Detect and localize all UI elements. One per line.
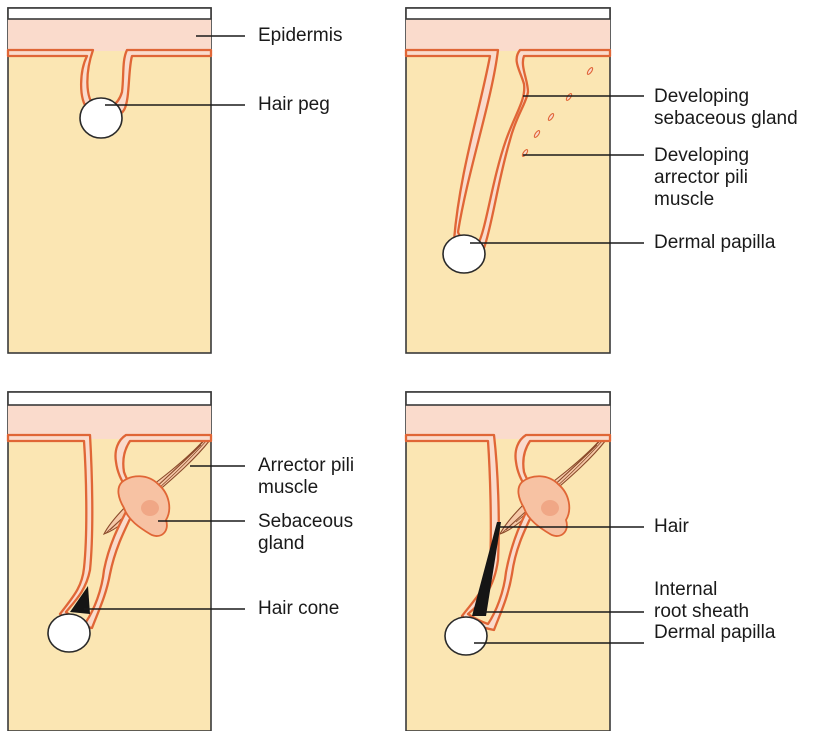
dermis-block <box>406 8 610 353</box>
dermal-papilla <box>80 98 122 138</box>
skin-surface-strip <box>406 392 610 405</box>
panel-developing-stage <box>406 8 610 353</box>
skin-surface-strip <box>406 8 610 19</box>
dermal-papilla <box>443 235 485 273</box>
epidermis-layer <box>406 19 610 51</box>
label-hair-cone: Hair cone <box>258 598 339 620</box>
label-developing-arrector-pili-muscle: Developing arrector pili muscle <box>654 145 749 211</box>
dermal-papilla <box>48 614 90 652</box>
label-epidermis: Epidermis <box>258 25 342 47</box>
label-arrector-pili-muscle: Arrector pili muscle <box>258 455 354 499</box>
label-hair: Hair <box>654 516 689 538</box>
dermal-papilla <box>445 617 487 655</box>
label-dermal-papilla: Dermal papilla <box>654 622 775 644</box>
dermis-block <box>8 8 211 353</box>
panel-hair-stage <box>406 392 610 731</box>
panel-hair-cone-stage <box>8 392 211 731</box>
epidermis-layer <box>8 19 211 51</box>
skin-surface-strip <box>8 8 211 19</box>
panel-hair-peg-stage <box>8 8 211 353</box>
label-hair-peg: Hair peg <box>258 94 330 116</box>
label-dermal-papilla: Dermal papilla <box>654 232 775 254</box>
skin-surface-strip <box>8 392 211 405</box>
label-internal-root-sheath: Internal root sheath <box>654 579 749 623</box>
label-sebaceous-gland: Sebaceous gland <box>258 511 353 555</box>
label-developing-sebaceous-gland: Developing sebaceous gland <box>654 86 798 130</box>
